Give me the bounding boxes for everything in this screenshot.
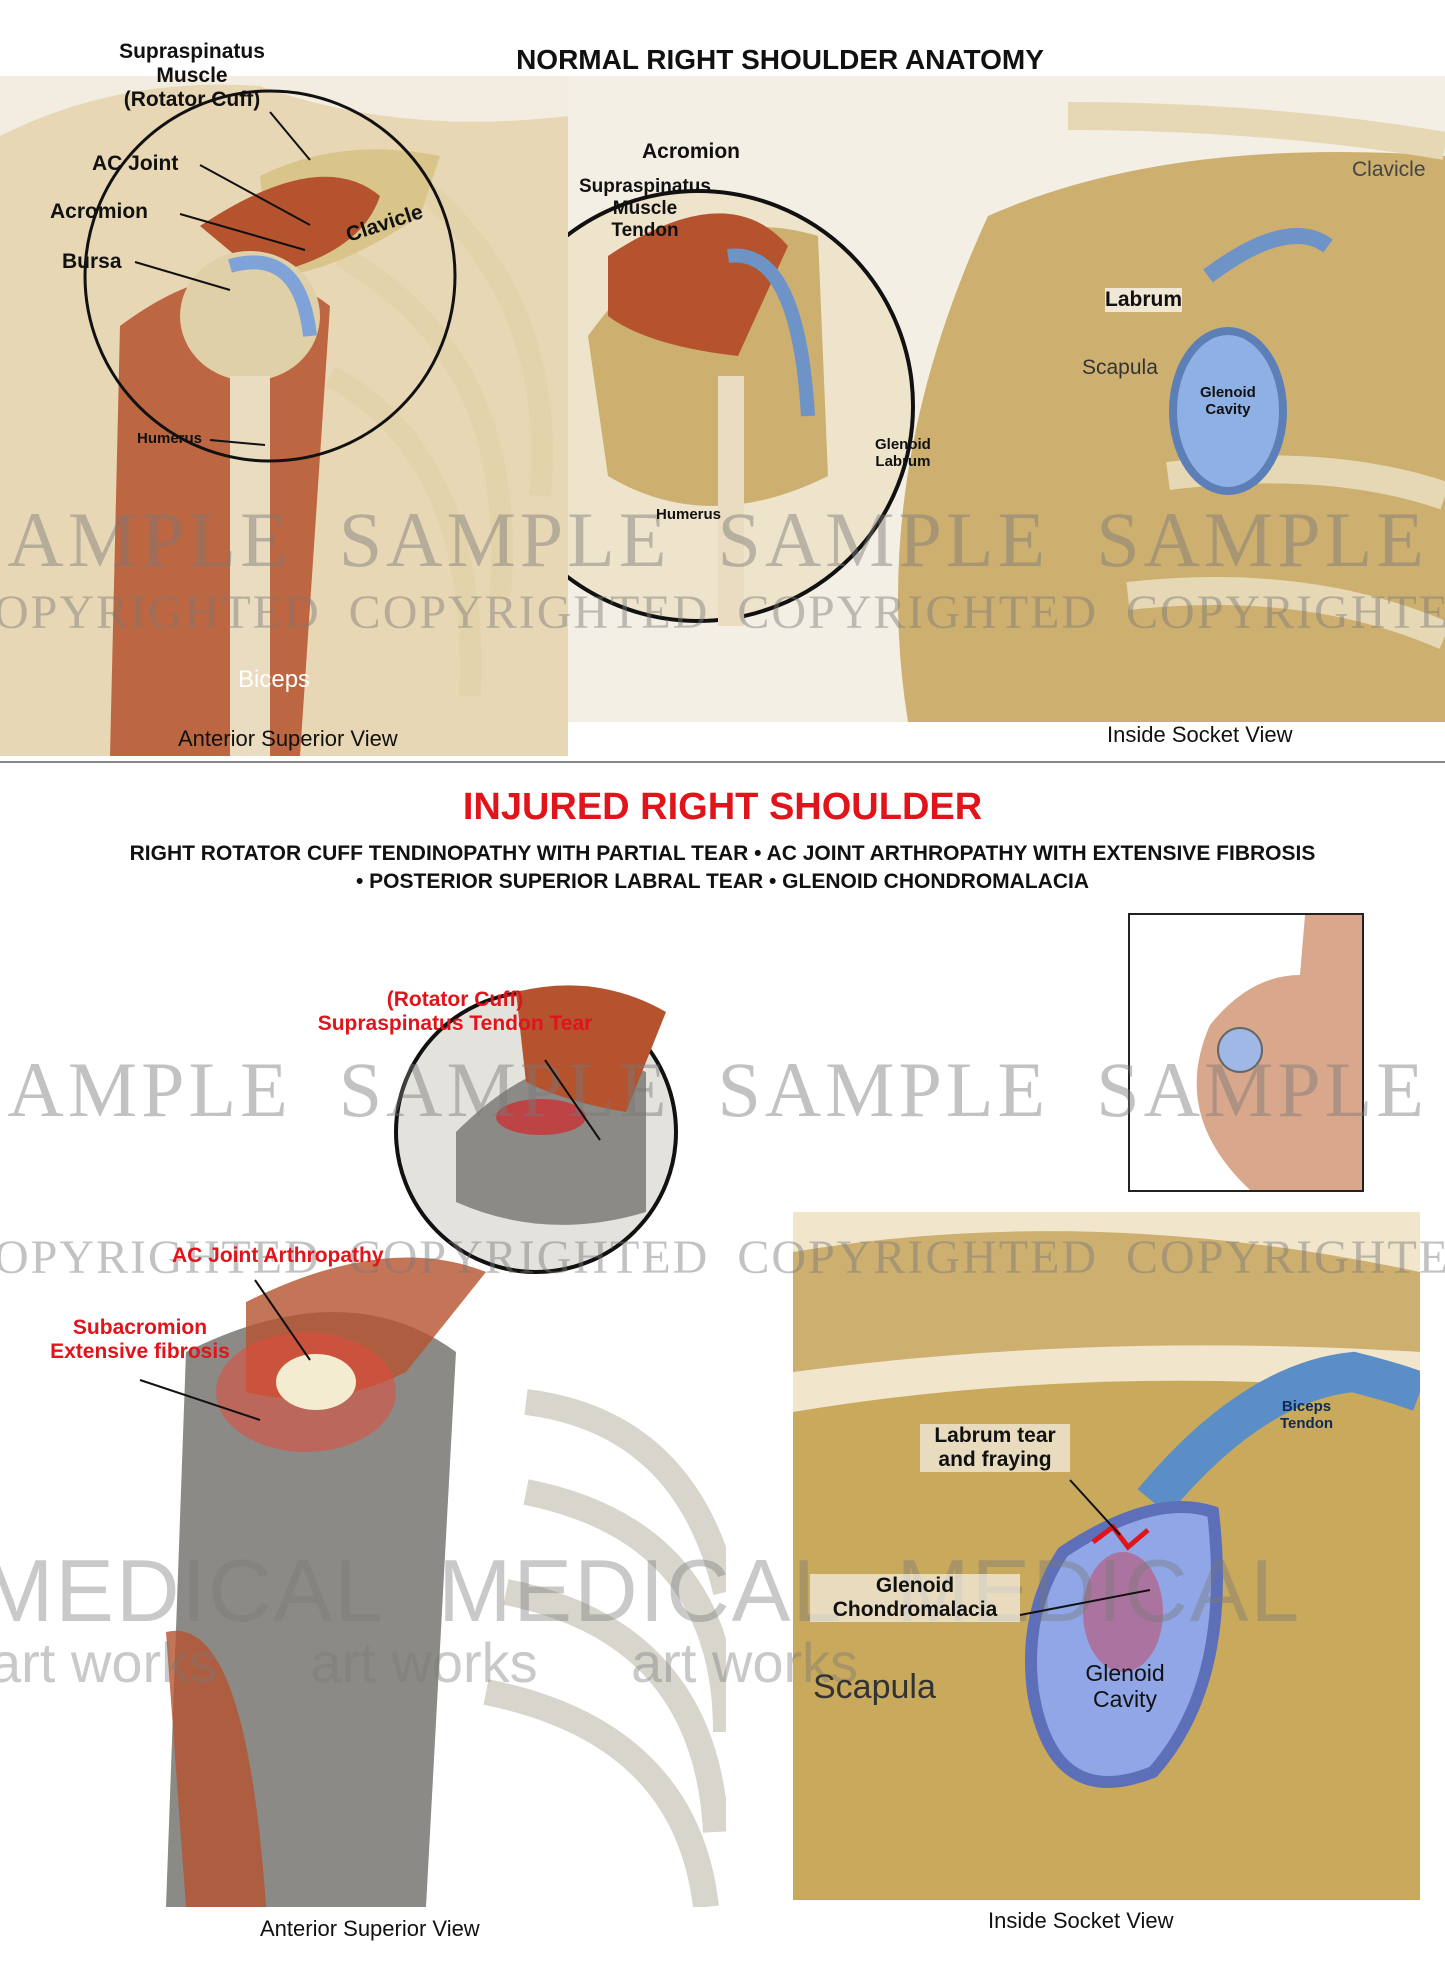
watermark-brand: MEDICAL MEDICAL MEDICAL <box>0 1541 1302 1640</box>
watermark-brand-sub: art works art works art works <box>0 1631 859 1694</box>
injured-anterior-illustration <box>126 972 726 1907</box>
injured-socket-illustration <box>793 1212 1420 1900</box>
caption-normal-anterior: Anterior Superior View <box>178 726 398 751</box>
label-ac-joint: AC Joint <box>92 152 179 175</box>
leader-lines-normal-left <box>134 111 311 446</box>
diagnosis-line-1: RIGHT ROTATOR CUFF TENDINOPATHY WITH PAR… <box>129 842 1316 865</box>
caption-normal-socket: Inside Socket View <box>1107 722 1293 747</box>
label-scapula-injured: Scapula <box>813 1668 936 1706</box>
label-ac-joint-arthropathy: AC Joint Arthropathy <box>172 1244 384 1267</box>
patient-inset-frame <box>1128 913 1364 1192</box>
label-scapula: Scapula <box>1082 356 1158 379</box>
label-humerus-socket: Humerus <box>656 506 722 523</box>
leader-lines-injured-right <box>1019 1479 1151 1616</box>
label-clavicle-socket: Clavicle <box>1352 158 1426 181</box>
label-acromion: Acromion <box>50 200 149 223</box>
label-bursa: Bursa <box>62 250 122 273</box>
diagnosis-line-2: • POSTERIOR SUPERIOR LABRAL TEAR • GLENO… <box>355 870 1089 893</box>
patient-silhouette-illustration <box>1196 915 1362 1190</box>
normal-anterior-illustration <box>0 76 568 756</box>
label-labrum: Labrum <box>1105 288 1183 313</box>
label-rotator-cuff-tear: (Rotator Cuff)Supraspinatus Tendon Tear <box>317 988 593 1036</box>
injured-title: INJURED RIGHT SHOULDER <box>462 786 983 828</box>
normal-title: NORMAL RIGHT SHOULDER ANATOMY <box>516 44 1044 75</box>
normal-socket-illustration <box>568 76 1445 722</box>
leader-lines-injured-left <box>139 1059 601 1421</box>
caption-injured-socket: Inside Socket View <box>988 1908 1174 1933</box>
label-acromion-socket: Acromion <box>642 140 741 163</box>
caption-injured-anterior: Anterior Superior View <box>260 1916 480 1941</box>
label-humerus: Humerus <box>137 430 203 447</box>
label-biceps: Biceps <box>238 666 311 693</box>
section-divider <box>0 761 1445 763</box>
